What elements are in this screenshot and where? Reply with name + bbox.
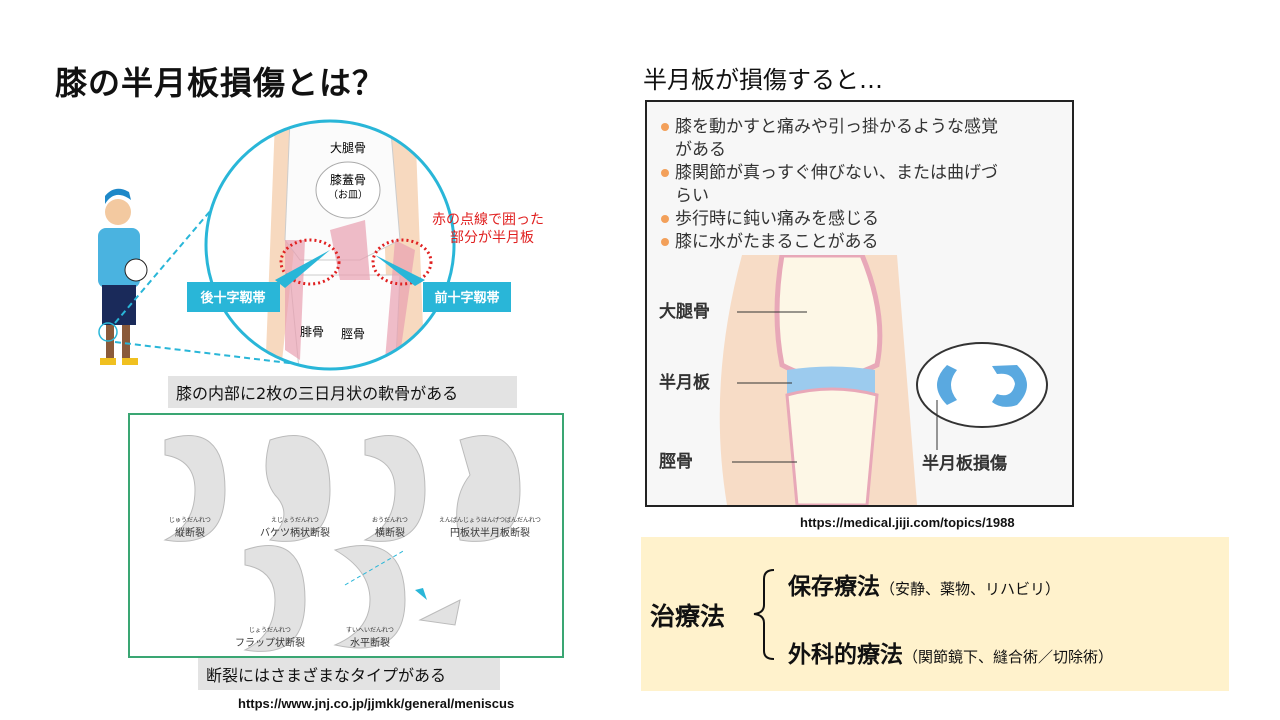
symptom-1-cont: がある	[675, 140, 726, 160]
symptom-4: 膝に水がたまることがある	[661, 231, 879, 254]
caption-tear-types: 断裂にはさまざまなタイプがある	[198, 658, 500, 690]
tear-shape-discoid	[456, 435, 521, 542]
treatment-label: 治療法	[650, 602, 726, 631]
symptom-2: 膝関節が真っすぐ伸びない、または曲げづ	[661, 162, 998, 185]
symptoms-diagram: 膝を動かすと痛みや引っ掛かるような感覚 がある 膝関節が真っすぐ伸びない、または…	[645, 100, 1074, 507]
tear-shape-horizontal	[333, 545, 406, 649]
symptom-1: 膝を動かすと痛みや引っ掛かるような感覚	[661, 116, 998, 139]
tear-type-1: じゅうだんれつ縦断裂	[169, 517, 211, 539]
tear-type-5: じょうだんれつフラップ状断裂	[235, 627, 305, 649]
tear-type-2: えじょうだんれつバケツ柄状断裂	[260, 517, 330, 539]
caption-cartilage: 膝の内部に2枚の三日月状の軟骨がある	[168, 376, 517, 408]
tear-shapes	[163, 435, 521, 652]
diagram-tibia-label: 脛骨	[659, 452, 693, 472]
soccer-player-figure	[98, 188, 148, 365]
source-url-left[interactable]: https://www.jnj.co.jp/jjmkk/general/meni…	[238, 696, 515, 711]
tear-shape-radial	[363, 435, 426, 542]
symptom-2-cont: らい	[675, 186, 709, 206]
knee-side-diagram: 大腿骨 半月板 脛骨 半月板損傷	[659, 255, 1048, 505]
treatment-panel: 治療法 保存療法（安静、薬物、リハビリ） 外科的療法（関節鏡下、縫合術／切除術）	[641, 537, 1229, 691]
treatment-option-conservative: 保存療法（安静、薬物、リハビリ）	[788, 574, 1061, 600]
brace-icon	[753, 569, 775, 660]
tibia-label: 脛骨	[341, 327, 365, 341]
annotation-line1: 赤の点線で囲った	[432, 212, 544, 228]
annotation-line2: 部分が半月板	[450, 230, 534, 246]
acl-label: 前十字靱帯	[434, 290, 499, 306]
knee-illustration: 後十字靱帯 前十字靱帯 大腿骨 膝蓋骨 （お皿） 腓骨 脛骨 赤の点線で囲った …	[98, 119, 544, 371]
tear-shape-bucket-handle	[265, 435, 331, 542]
diagram-meniscus-label: 半月板	[659, 372, 711, 393]
treatment-option-surgical: 外科的療法（関節鏡下、縫合術／切除術）	[788, 642, 1114, 668]
pcl-label: 後十字靱帯	[200, 290, 265, 306]
slide-title-right: 半月板が損傷すると…	[643, 66, 883, 94]
diagram-femur-label: 大腿骨	[659, 301, 710, 322]
patella-label: 膝蓋骨	[330, 173, 366, 187]
symptom-3: 歩行時に鈍い痛みを感じる	[661, 208, 879, 231]
patella-note: （お皿）	[328, 189, 368, 201]
tear-shape-longitudinal	[163, 435, 226, 542]
tear-types-panel: じゅうだんれつ縦断裂 えじょうだんれつバケツ柄状断裂 おうだんれつ横断裂 えんば…	[128, 413, 564, 658]
source-url-right[interactable]: https://medical.jiji.com/topics/1988	[800, 515, 1015, 530]
tear-shape-flap	[243, 545, 306, 652]
diagram-injury-label: 半月板損傷	[922, 453, 1007, 474]
slide-title-left: 膝の半月板損傷とは？	[55, 64, 386, 102]
femur-label: 大腿骨	[330, 141, 366, 155]
tear-type-3: おうだんれつ横断裂	[372, 517, 408, 539]
tear-type-6: すいへいだんれつ水平断裂	[346, 627, 394, 649]
fibula-label: 腓骨	[300, 324, 324, 339]
tear-type-4: えんばんじょうはんげつばんだんれつ円板状半月板断裂	[439, 517, 541, 539]
